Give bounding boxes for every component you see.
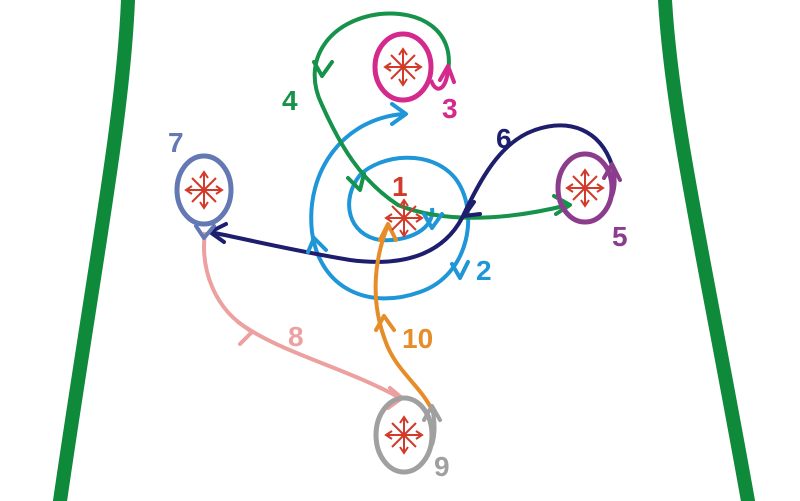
zone-7-ellipse [174, 153, 234, 227]
label-3: 3 [442, 93, 458, 124]
zone-5-star-icon [566, 169, 604, 207]
label-8: 8 [288, 321, 304, 352]
label-7: 7 [168, 127, 184, 158]
path-5-tail [610, 165, 617, 197]
torso-outline-left [53, 0, 135, 501]
path-4-arrowhead [312, 60, 334, 78]
zone-7-star-icon [185, 171, 223, 209]
zone-3-ellipse [372, 31, 434, 103]
label-2: 2 [476, 255, 492, 286]
torso-outline-right [658, 0, 755, 501]
label-9: 9 [434, 451, 450, 482]
path-6-arrowhead-2 [462, 200, 482, 218]
path-10-arrowhead-2 [378, 222, 398, 242]
label-6: 6 [496, 123, 512, 154]
label-4: 4 [282, 85, 298, 116]
path-10-arrow [373, 224, 434, 411]
zone-9-ellipse [373, 395, 435, 475]
path-3-arrowhead [438, 64, 456, 84]
label-1: 1 [392, 171, 408, 202]
path-8-arrow [202, 231, 401, 400]
path-8-arrowhead [236, 320, 254, 346]
path-2-arrowhead-4 [422, 212, 444, 230]
path-4-arrowhead-2 [346, 172, 366, 192]
path-2-arrow [309, 112, 471, 301]
zone-3-star-icon [384, 48, 422, 86]
path-9-tail [430, 407, 437, 446]
path-2-arrowhead-3 [450, 260, 470, 280]
label-5: 5 [612, 221, 628, 252]
path-10-arrowhead [374, 314, 396, 332]
path-4-arrow [312, 11, 569, 220]
path-3-tail [429, 69, 450, 91]
zone-9-star-icon [385, 416, 423, 454]
path-2-arrowhead-2 [306, 236, 328, 254]
path-5-arrowhead [602, 162, 622, 182]
path-2-arrowhead [390, 102, 408, 126]
label-10: 10 [402, 323, 433, 354]
zone-5-ellipse [555, 151, 615, 225]
path-6-arrow [209, 123, 614, 264]
path-7-arrowhead [194, 224, 216, 240]
